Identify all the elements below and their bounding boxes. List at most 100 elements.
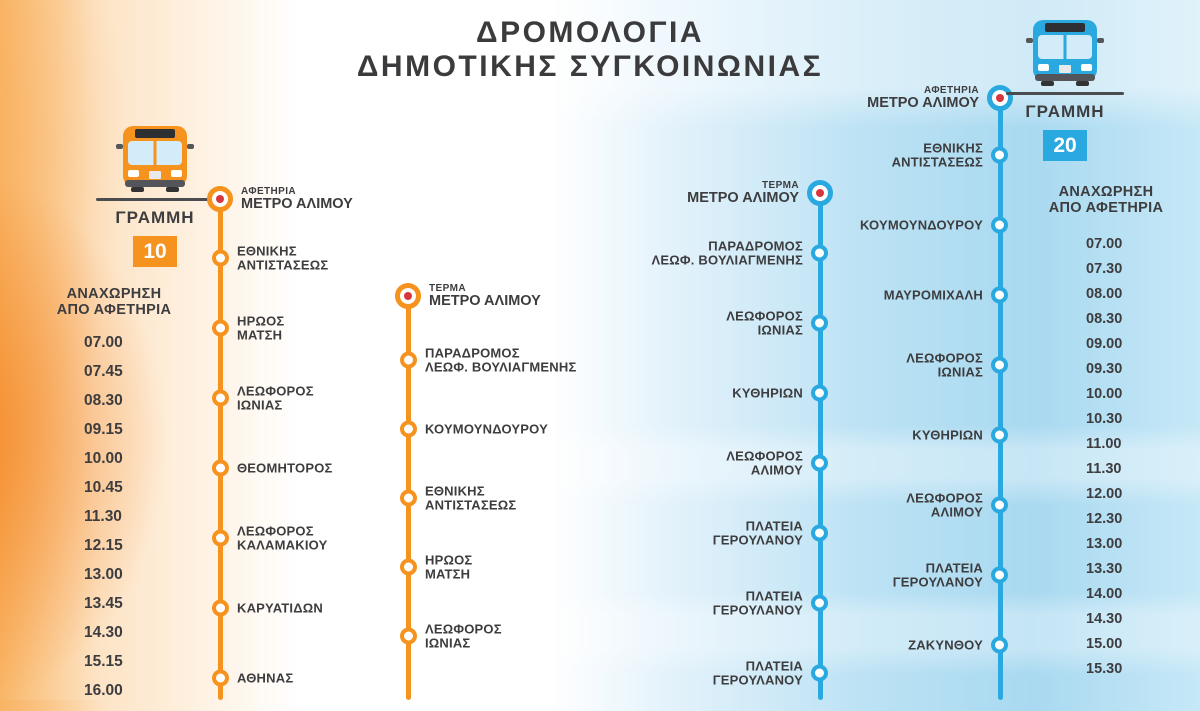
departure-time: 14.00	[1086, 586, 1123, 602]
terminus-target-icon	[807, 180, 833, 206]
route-stop: ΛΕΩΦΟΡΟΣ ΙΩΝΙΑΣ	[606, 309, 828, 337]
terminus-tag: ΤΕΡΜΑ	[429, 283, 466, 294]
stop-ring-icon	[811, 664, 828, 682]
route-line10-inbound: ΤΕΡΜΑ ΜΕΤΡΟ ΑΛΙΜΟΥ ΠΑΡΑΔΡΟΜΟΣ ΛΕΩΦ. ΒΟΥΛ…	[392, 283, 622, 700]
route-line	[998, 97, 1003, 700]
stop-ring-icon	[400, 558, 417, 576]
departure-time: 13.30	[1086, 561, 1123, 577]
stop-label: ΚΟΥΜΟΥΝΔΟΥΡΟΥ	[425, 421, 548, 437]
departure-time: 14.30	[84, 624, 123, 641]
stop-ring-icon	[991, 356, 1008, 374]
stop-ring-icon	[811, 244, 828, 262]
terminus-name: ΜΕΤΡΟ ΑΛΙΜΟΥ	[687, 190, 799, 206]
route-stop: ΚΑΡΥΑΤΙΔΩΝ	[212, 599, 434, 617]
terminus-stop: ΤΕΡΜΑ ΜΕΤΡΟ ΑΛΙΜΟΥ	[392, 283, 622, 309]
terminus-label: ΤΕΡΜΑ ΜΕΤΡΟ ΑΛΙΜΟΥ	[429, 283, 541, 309]
stop-ring-icon	[811, 594, 828, 612]
departure-time: 11.30	[84, 508, 122, 525]
departure-time: 11.30	[1086, 461, 1122, 477]
stop-label: ΕΘΝΙΚΗΣ ΑΝΤΙΣΤΑΣΕΩΣ	[891, 140, 983, 169]
departures-header: ΑΝΑΧΩΡΗΣΗ ΑΠΟ ΑΦΕΤΗΡΙΑ	[1048, 184, 1164, 216]
route-stop: ΛΕΩΦΟΡΟΣ ΙΩΝΙΑΣ	[212, 384, 434, 412]
route-stop: ΠΑΡΑΔΡΟΜΟΣ ΛΕΩΦ. ΒΟΥΛΙΑΓΜΕΝΗΣ	[400, 345, 622, 374]
departure-time: 12.15	[84, 537, 123, 554]
terminus-tag: ΑΦΕΤΗΡΙΑ	[923, 85, 979, 96]
terminus-dot	[996, 94, 1004, 102]
departure-time: 07.45	[84, 363, 123, 380]
stop-label: ΚΥΘΗΡΙΩΝ	[732, 385, 803, 401]
terminus-tag: ΤΕΡΜΑ	[762, 180, 799, 191]
stop-label: ΜΑΥΡΟΜΙΧΑΛΗ	[883, 287, 983, 303]
departure-time: 07.30	[1086, 261, 1123, 277]
stop-ring-icon	[991, 566, 1008, 584]
stop-label: ΠΛΑΤΕΙΑ ΓΕΡΟΥΛΑΝΟΥ	[712, 588, 803, 617]
stop-ring-icon	[212, 599, 229, 617]
line10-label: ΓΡΑΜΜΗ	[115, 208, 195, 227]
stop-label: ΛΕΩΦΟΡΟΣ ΑΛΙΜΟΥ	[726, 448, 803, 477]
route-stop: ΛΕΩΦΟΡΟΣ ΙΩΝΙΑΣ	[400, 621, 622, 650]
stop-label: ΠΑΡΑΔΡΟΜΟΣ ΛΕΩΦ. ΒΟΥΛΙΑΓΜΕΝΗΣ	[651, 238, 803, 267]
departures-header: ΑΝΑΧΩΡΗΣΗ ΑΠΟ ΑΦΕΤΗΡΙΑ	[56, 286, 172, 318]
departure-time: 16.00	[84, 682, 123, 699]
terminus-stop: ΑΦΕΤΗΡΙΑ ΜΕΤΡΟ ΑΛΙΜΟΥ	[786, 85, 1016, 111]
route-stop: ΛΕΩΦΟΡΟΣ ΑΛΙΜΟΥ	[786, 491, 1008, 519]
terminus-dot	[816, 189, 824, 197]
route-stop: ΠΛΑΤΕΙΑ ΓΕΡΟΥΛΑΝΟΥ	[606, 588, 828, 617]
route-line20-inbound: ΤΕΡΜΑ ΜΕΤΡΟ ΑΛΙΜΟΥ ΠΑΡΑΔΡΟΜΟΣ ΛΕΩΦ. ΒΟΥΛ…	[606, 180, 836, 700]
stop-ring-icon	[811, 524, 828, 542]
route-stop: ΗΡΩΟΣ ΜΑΤΣΗ	[212, 314, 434, 342]
departure-time: 10.00	[1086, 386, 1123, 402]
departure-time: 07.00	[84, 334, 123, 351]
terminus-label: ΑΦΕΤΗΡΙΑ ΜΕΤΡΟ ΑΛΙΜΟΥ	[867, 85, 979, 111]
stop-ring-icon	[212, 669, 229, 687]
route-stop: ΠΑΡΑΔΡΟΜΟΣ ΛΕΩΦ. ΒΟΥΛΙΑΓΜΕΝΗΣ	[606, 238, 828, 267]
stop-ring-icon	[991, 426, 1008, 444]
stop-ring-icon	[212, 529, 229, 547]
route-stop: ΛΕΩΦΟΡΟΣ ΑΛΙΜΟΥ	[606, 448, 828, 477]
route-stop: ΑΘΗΝΑΣ	[212, 669, 434, 687]
route-stop: ΚΟΥΜΟΥΝΔΟΥΡΟΥ	[400, 420, 622, 438]
ground-line	[96, 198, 214, 201]
departure-time: 08.30	[84, 392, 123, 409]
stop-label: ΛΕΩΦΟΡΟΣ ΙΩΝΙΑΣ	[425, 621, 502, 650]
line10-header: ΓΡΑΜΜΗ 10	[96, 124, 214, 267]
departure-time: 09.00	[1086, 336, 1123, 352]
stop-ring-icon	[400, 489, 417, 507]
route-line	[818, 192, 823, 700]
stop-ring-icon	[811, 384, 828, 402]
route-stop: ΛΕΩΦΟΡΟΣ ΙΩΝΙΑΣ	[786, 351, 1008, 379]
terminus-target-icon	[395, 283, 421, 309]
line20-header: ΓΡΑΜΜΗ 20	[1006, 18, 1124, 161]
stop-label: ΠΛΑΤΕΙΑ ΓΕΡΟΥΛΑΝΟΥ	[892, 560, 983, 589]
departure-time: 13.00	[1086, 536, 1123, 552]
stop-ring-icon	[212, 459, 229, 477]
line20-number-badge: 20	[1043, 130, 1087, 161]
stop-label: ΛΕΩΦΟΡΟΣ ΚΑΛΑΜΑΚΙΟΥ	[237, 523, 328, 552]
stop-label: ΠΑΡΑΔΡΟΜΟΣ ΛΕΩΦ. ΒΟΥΛΙΑΓΜΕΝΗΣ	[425, 345, 577, 374]
departure-time: 10.45	[84, 479, 123, 496]
stop-label: ΚΟΥΜΟΥΝΔΟΥΡΟΥ	[860, 217, 983, 233]
stop-ring-icon	[991, 216, 1008, 234]
stop-ring-icon	[991, 496, 1008, 514]
title-line-2: ΔΗΜΟΤΙΚΗΣ ΣΥΓΚΟΙΝΩΝΙΑΣ	[356, 50, 824, 83]
terminus-target-icon	[207, 186, 233, 212]
route-stop: ΠΛΑΤΕΙΑ ΓΕΡΟΥΛΑΝΟΥ	[606, 659, 828, 687]
terminus-name: ΜΕΤΡΟ ΑΛΙΜΟΥ	[241, 196, 353, 212]
departure-time: 08.30	[1086, 311, 1123, 327]
terminus-dot	[216, 195, 224, 203]
stop-ring-icon	[991, 636, 1008, 654]
departure-time: 12.00	[1086, 486, 1123, 502]
title-line-1: ΔΡΟΜΟΛΟΓΙΑ	[476, 16, 704, 49]
terminus-name: ΜΕΤΡΟ ΑΛΙΜΟΥ	[429, 293, 541, 309]
route-stop: ΛΕΩΦΟΡΟΣ ΚΑΛΑΜΑΚΙΟΥ	[212, 523, 434, 552]
terminus-target-icon	[987, 85, 1013, 111]
page-title: ΔΡΟΜΟΛΟΓΙΑ ΔΗΜΟΤΙΚΗΣ ΣΥΓΚΟΙΝΩΝΙΑΣ	[250, 16, 930, 84]
route-stop: ΚΥΘΗΡΙΩΝ	[606, 384, 828, 402]
departure-time: 14.30	[1086, 611, 1123, 627]
departure-time: 15.00	[1086, 636, 1123, 652]
route-stop: ΕΘΝΙΚΗΣ ΑΝΤΙΣΤΑΣΕΩΣ	[212, 244, 434, 272]
stop-label: ΠΛΑΤΕΙΑ ΓΕΡΟΥΛΑΝΟΥ	[712, 518, 803, 547]
stop-ring-icon	[811, 454, 828, 472]
